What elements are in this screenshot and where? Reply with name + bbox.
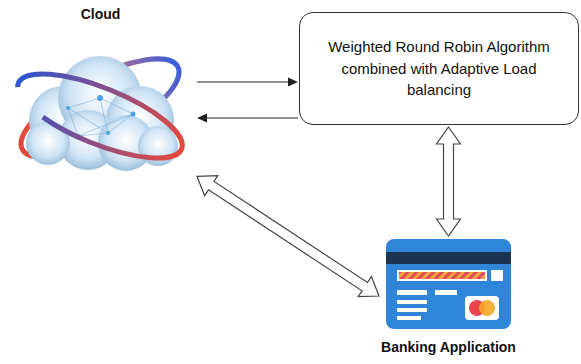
process-box: Weighted Round Robin Algorithm combined … [299, 12, 579, 125]
double-arrow [197, 176, 379, 297]
application-node: Banking Application [365, 238, 532, 360]
arrow-line [197, 78, 298, 87]
card-illustration [385, 238, 512, 330]
box-text: Weighted Round Robin Algorithm combined … [314, 36, 564, 101]
cloud-node: Cloud [8, 6, 193, 204]
node-label: Banking Application [365, 339, 532, 355]
arrow-line [197, 114, 298, 123]
node-label: Cloud [8, 6, 193, 22]
cloud-illustration [8, 28, 193, 203]
double-arrow [437, 127, 461, 236]
